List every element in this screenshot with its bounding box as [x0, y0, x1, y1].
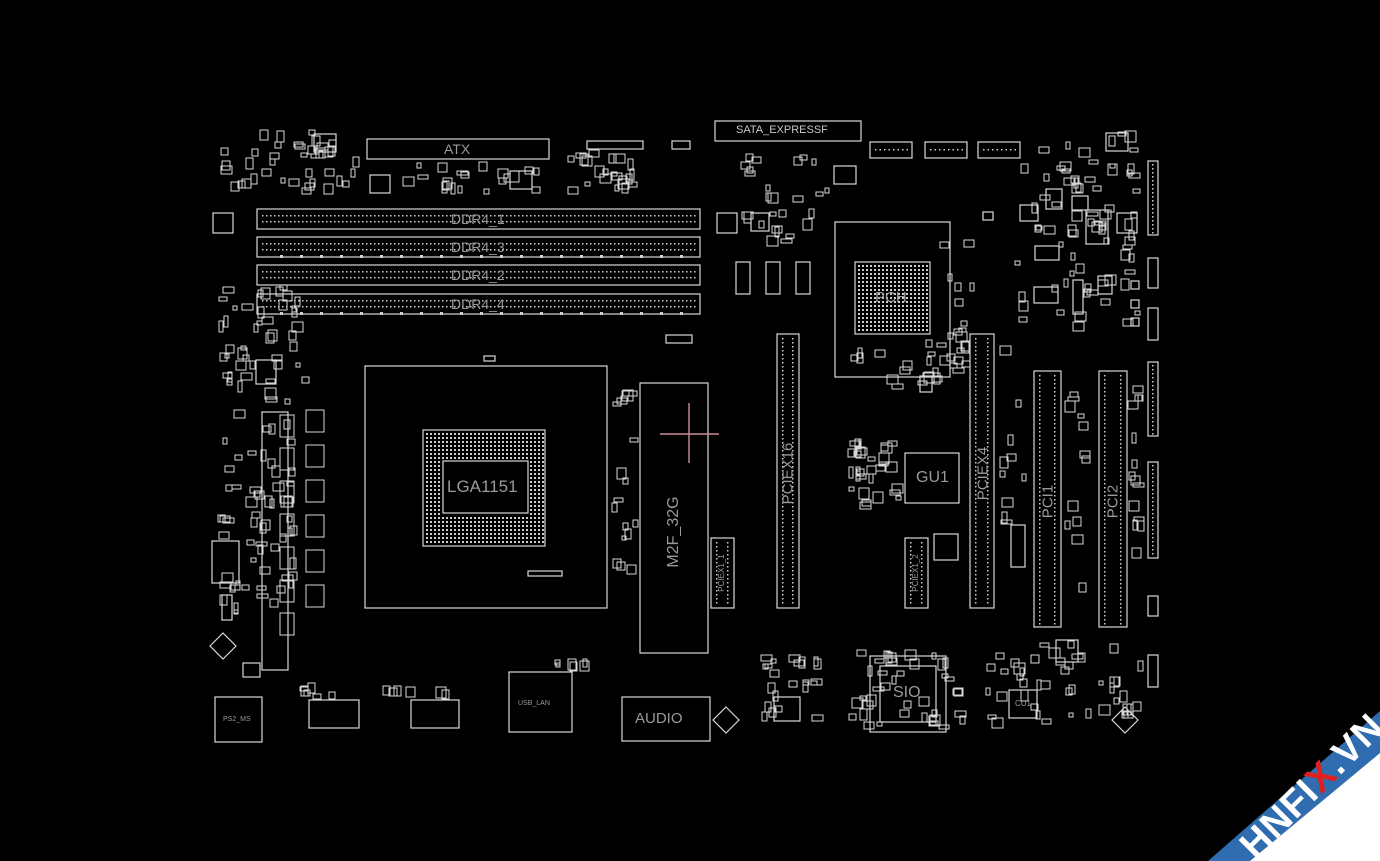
atx-label: ATX: [444, 141, 471, 157]
cpu-socket-label: LGA1151: [447, 477, 518, 496]
pciex16-label: PCIEX16: [779, 442, 797, 505]
pciex1-2-label: PCIEX1_2: [911, 554, 920, 592]
sata-express-label: SATA_EXPRESSF: [736, 124, 828, 136]
ddr4-1-label: DDR4_1: [451, 211, 505, 227]
cu1-label: CU1: [1015, 699, 1032, 708]
ps2-ms-label: PS2_MS: [223, 716, 251, 723]
gu1-label: GU1: [916, 469, 949, 486]
pciex1-1-label: PCIEX1_1: [717, 554, 726, 592]
sio-label: SIO: [893, 684, 921, 701]
hnfix-watermark: HNFIX.VN: [1120, 641, 1380, 861]
pci1-label: PCI1: [1039, 484, 1057, 519]
m2-slot-label: M2F_32G: [665, 496, 682, 568]
audio-label: AUDIO: [635, 710, 683, 727]
ddr4-3-label: DDR4_3: [451, 239, 505, 255]
pch-label: PCH: [875, 289, 907, 306]
pciex4-label: PCIEX4: [974, 446, 992, 501]
pci2-label: PCI2: [1104, 484, 1122, 519]
ddr4-4-label: DDR4_4: [451, 296, 505, 312]
ddr4-2-label: DDR4_2: [451, 267, 505, 283]
usb-lan-label: USB_LAN: [518, 700, 550, 707]
